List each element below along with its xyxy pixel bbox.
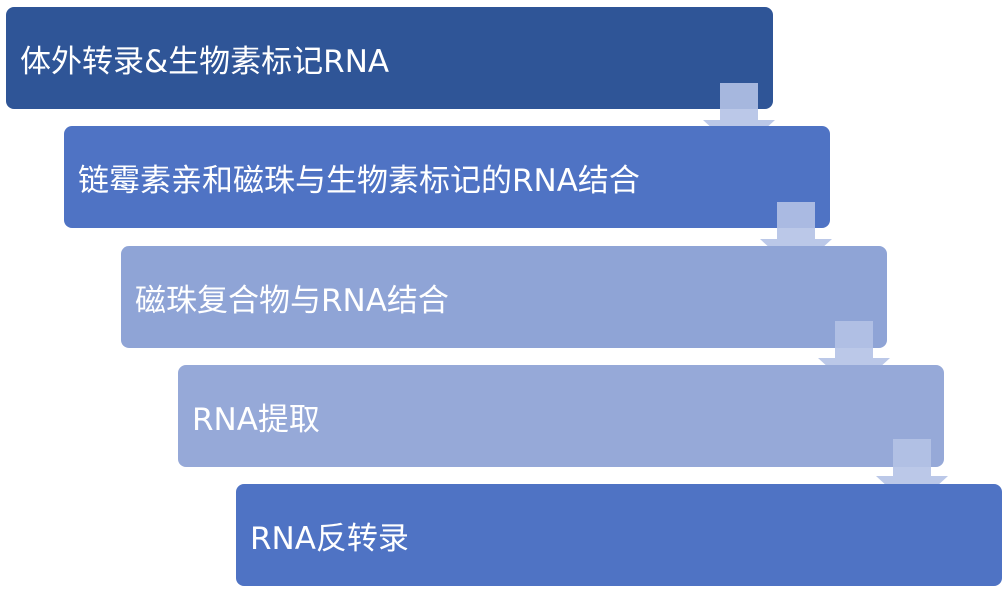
process-step-2-label: 链霉素亲和磁珠与生物素标记的RNA结合 [78, 162, 640, 199]
process-step-1-label: 体外转录&生物素标记RNA [20, 43, 390, 80]
process-step-4: RNA提取 [178, 365, 944, 467]
process-step-1: 体外转录&生物素标记RNA [6, 7, 773, 109]
process-step-5-label: RNA反转录 [250, 520, 409, 557]
process-step-3: 磁珠复合物与RNA结合 [121, 246, 887, 348]
process-step-3-label: 磁珠复合物与RNA结合 [135, 282, 449, 319]
process-step-5: RNA反转录 [236, 484, 1002, 586]
process-step-4-label: RNA提取 [192, 401, 320, 438]
process-step-2: 链霉素亲和磁珠与生物素标记的RNA结合 [64, 126, 830, 228]
